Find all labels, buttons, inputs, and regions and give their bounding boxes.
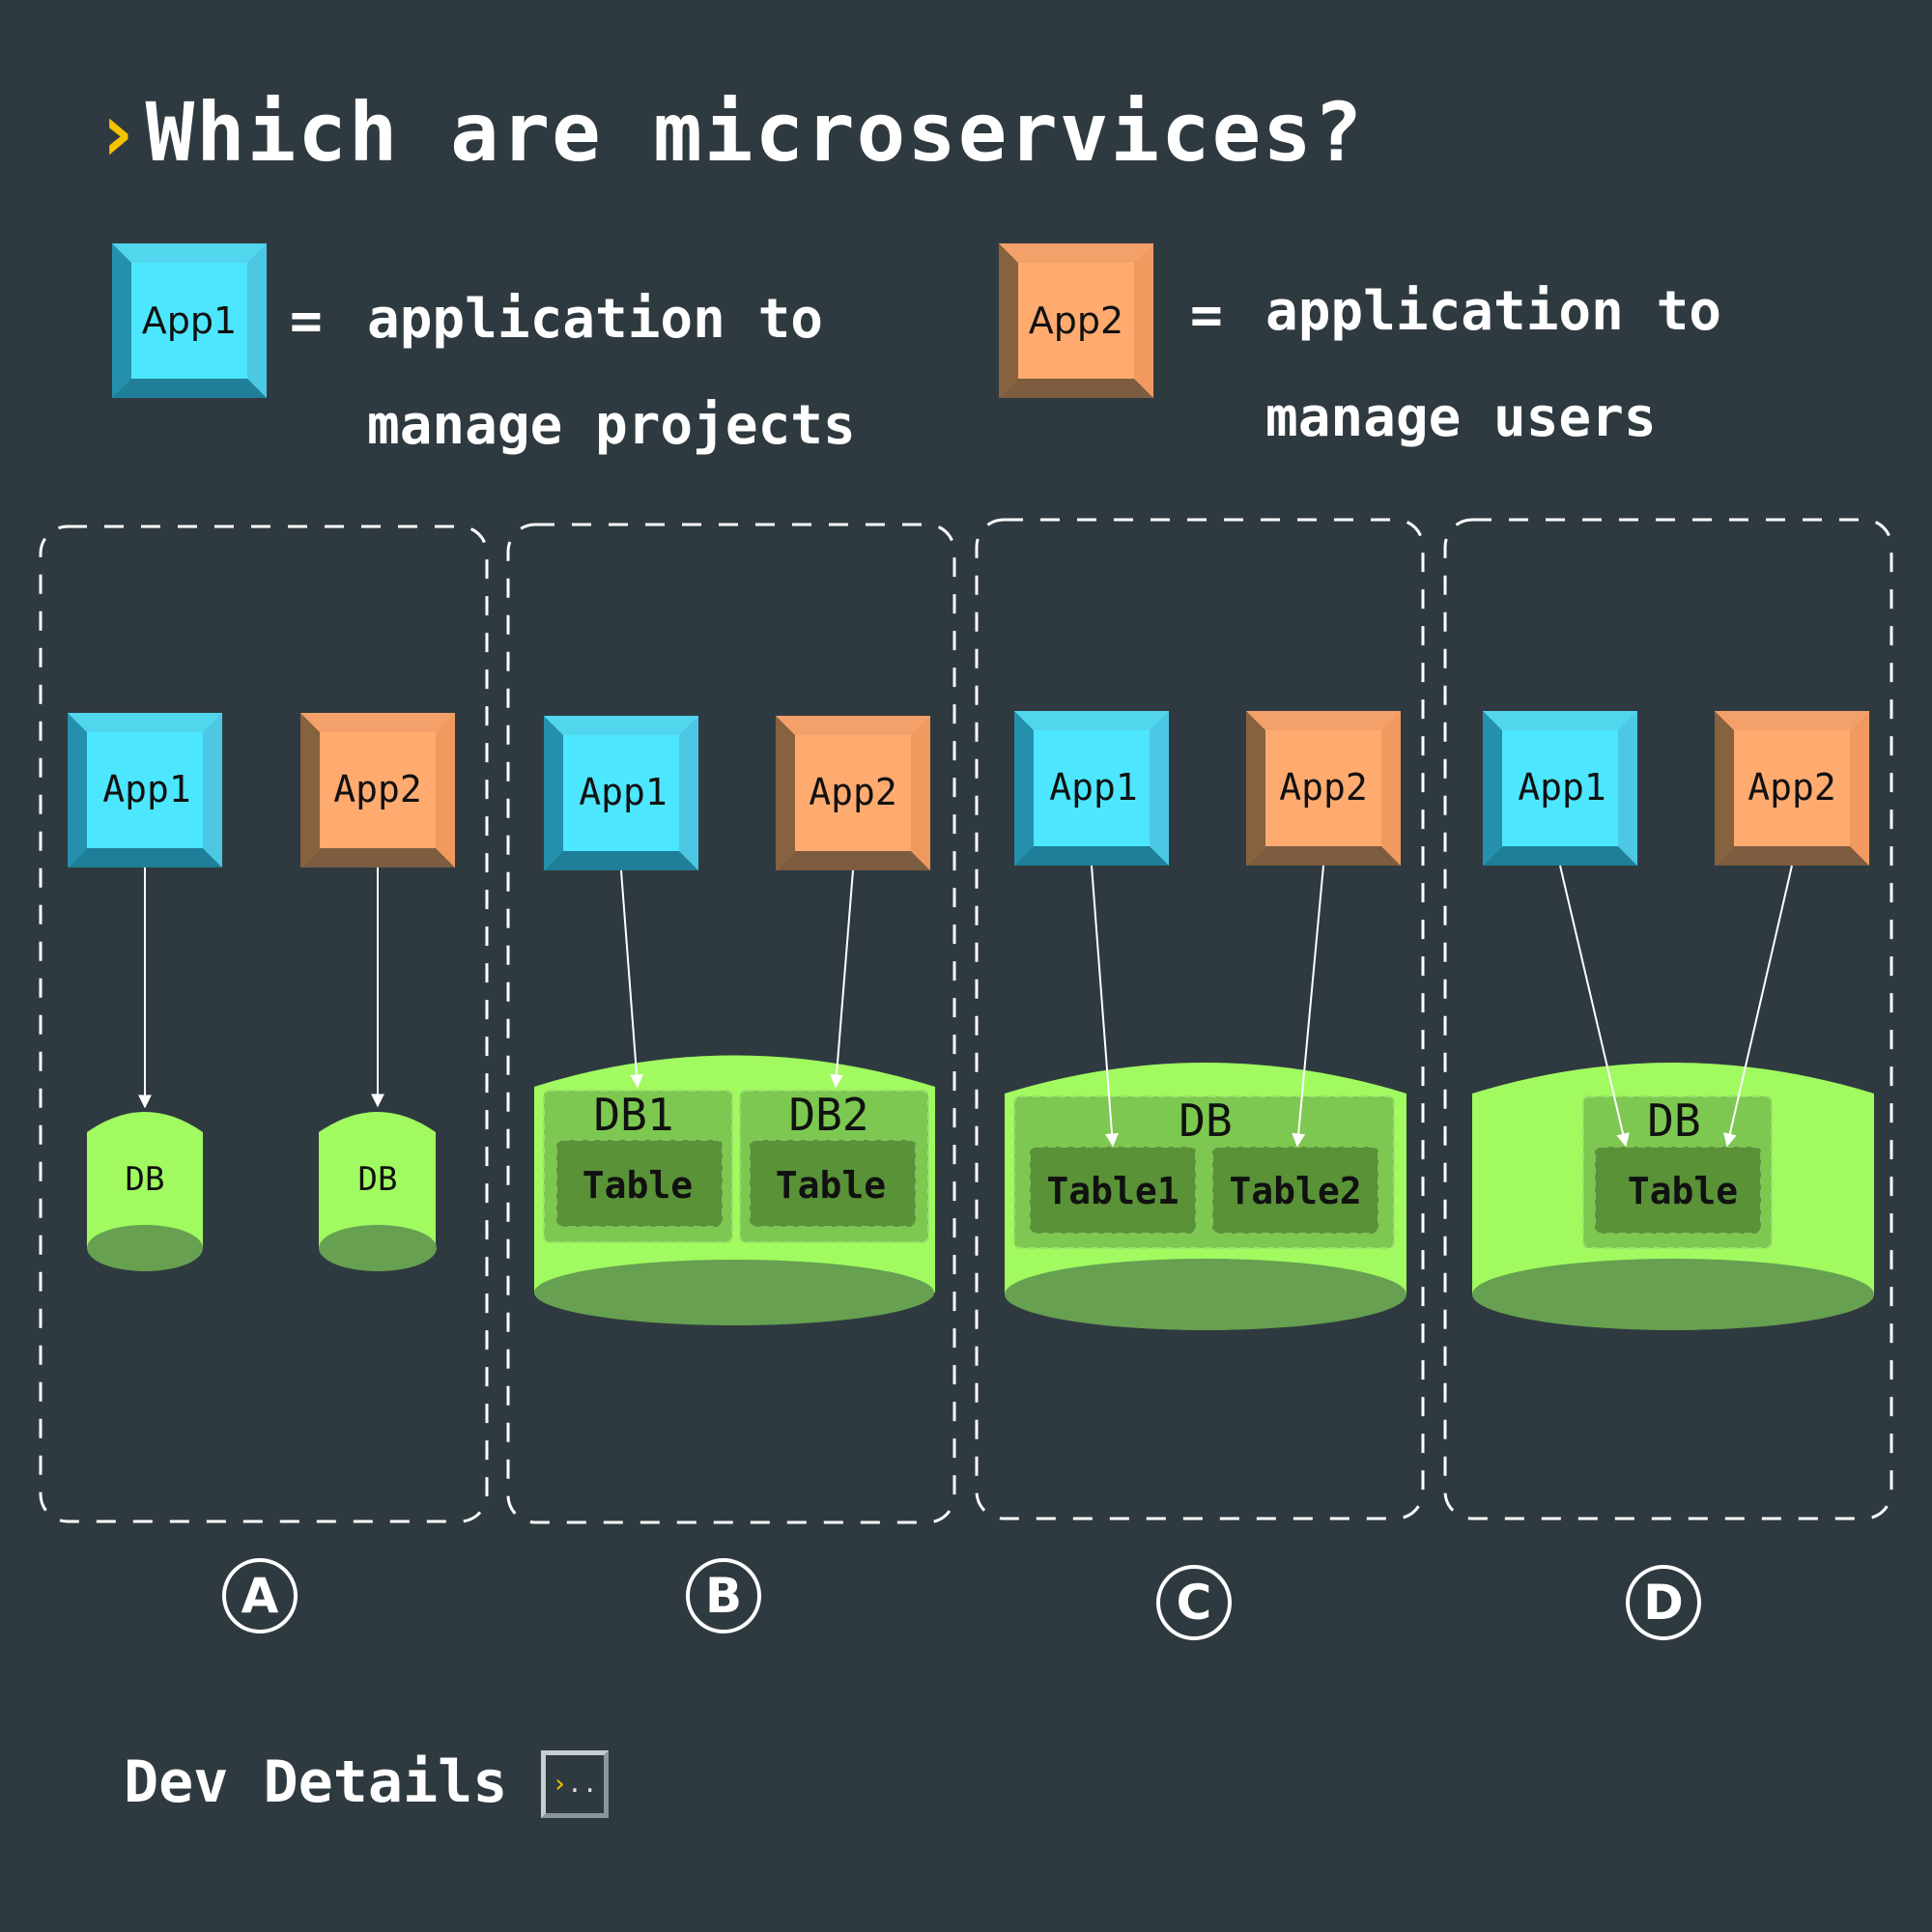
option-b-db2-label: DB2: [788, 1089, 868, 1141]
option-b-app2-label: App2: [809, 771, 897, 813]
option-a-app1: App1: [68, 713, 222, 867]
terminal-prompt-glyph: ›: [552, 1770, 568, 1799]
prompt-chevron-icon: ›: [93, 85, 144, 180]
dev-details-label[interactable]: Dev Details: [124, 1748, 508, 1816]
terminal-dots-glyph: ..: [567, 1770, 598, 1799]
option-d-db-cylinder: DB Table: [1472, 1063, 1874, 1330]
option-b-panel[interactable]: [506, 523, 956, 1524]
legend-app1-box: App1: [112, 243, 267, 398]
terminal-icon[interactable]: ›..: [541, 1750, 609, 1818]
option-a-panel[interactable]: [39, 525, 489, 1523]
option-c-db-cylinder: DB Table1 Table2: [1005, 1063, 1406, 1330]
option-d-table-label: Table: [1628, 1170, 1738, 1212]
option-d-app1-label: App1: [1518, 766, 1606, 809]
legend-desc-1: application to manage projects: [367, 267, 856, 479]
option-a-label[interactable]: A: [222, 1558, 298, 1634]
option-a-app2: App2: [300, 713, 455, 867]
option-b-app2: App2: [776, 716, 930, 870]
option-d-arrow-1: [1559, 865, 1630, 1148]
option-a-db-1-label: DB: [126, 1160, 165, 1199]
option-b-db2-table-label: Table: [776, 1164, 886, 1207]
option-a-db-2: DB: [319, 1112, 437, 1271]
legend-equals-1: =: [290, 290, 323, 353]
legend-app1-label: App1: [141, 299, 238, 342]
option-c-arrow-1: [1091, 865, 1120, 1148]
option-b-db2-table: [749, 1139, 917, 1228]
option-c-db-label: DB: [1179, 1094, 1232, 1147]
title-text: Which are microservices?: [145, 85, 1365, 180]
option-b-arrow-2: [830, 869, 854, 1089]
option-c-table1-label: Table1: [1046, 1170, 1179, 1212]
option-d-label[interactable]: D: [1626, 1565, 1701, 1640]
option-b-db1-table-label: Table: [582, 1164, 693, 1207]
option-c-app1-label: App1: [1049, 766, 1138, 809]
legend-desc-1-line1: application to: [367, 288, 824, 351]
option-d-table: [1594, 1146, 1762, 1235]
option-b-db-cylinder: DB1 DB2 Table Table: [534, 1055, 935, 1325]
option-d-arrow-2: [1723, 865, 1793, 1148]
option-b-app1-label: App1: [579, 771, 668, 813]
option-c-label[interactable]: C: [1156, 1565, 1232, 1640]
legend-app2-label: App2: [1028, 299, 1124, 342]
option-c-app2-label: App2: [1279, 766, 1368, 809]
option-d-app2-label: App2: [1747, 766, 1836, 809]
option-c-app1: App1: [1014, 711, 1169, 866]
option-b-label[interactable]: B: [686, 1558, 761, 1634]
option-d-panel[interactable]: [1443, 518, 1893, 1520]
option-a-app1-label: App1: [102, 768, 191, 810]
option-a-app2-label: App2: [333, 768, 422, 810]
option-b-arrow-1: [620, 869, 644, 1089]
option-c-panel[interactable]: [975, 518, 1425, 1520]
option-b-db1-table: [555, 1139, 724, 1228]
legend-desc-2-line2: manage users: [1265, 386, 1657, 449]
option-d-db-label: DB: [1647, 1094, 1700, 1147]
option-b-db1-label: DB1: [593, 1089, 673, 1141]
option-c-table2-label: Table2: [1229, 1170, 1361, 1212]
option-b-app1: App1: [544, 716, 698, 870]
option-c-app2: App2: [1246, 711, 1401, 866]
legend-app2-box: App2: [999, 243, 1153, 398]
option-c-arrow-2: [1292, 865, 1324, 1148]
option-d-app2: App2: [1715, 711, 1869, 866]
option-d-app1: App1: [1483, 711, 1637, 866]
page-title: ›Which are microservices?: [93, 85, 1364, 180]
legend-desc-2-line1: application to: [1265, 280, 1722, 343]
legend-equals-2: =: [1190, 284, 1223, 347]
legend-desc-2: application to manage users: [1265, 259, 1721, 471]
legend-desc-1-line2: manage projects: [367, 394, 856, 457]
option-a-db-2-label: DB: [358, 1160, 398, 1199]
option-a-db-1: DB: [87, 1112, 203, 1271]
